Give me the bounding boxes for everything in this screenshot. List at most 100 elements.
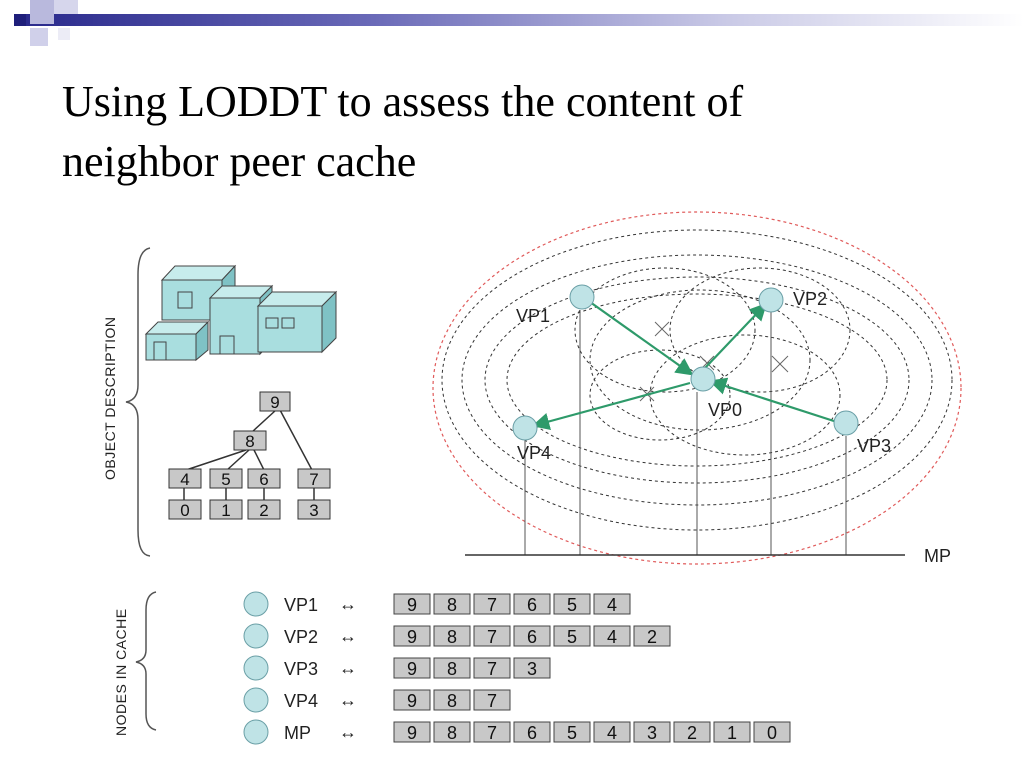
- cache-node-box: 7: [473, 593, 511, 615]
- svg-text:8: 8: [447, 595, 457, 615]
- svg-text:VP2: VP2: [793, 289, 827, 309]
- header-square: [58, 28, 70, 40]
- mp-axis-label: MP: [924, 546, 951, 566]
- double-arrow-icon: ↔: [339, 658, 357, 678]
- object-description-brace: [125, 247, 151, 557]
- nodes-in-cache-label: NODES IN CACHE: [113, 608, 129, 736]
- cache-node-box: 0: [753, 721, 791, 743]
- object-description-label: OBJECT DESCRIPTION: [102, 316, 118, 480]
- svg-text:0: 0: [767, 723, 777, 743]
- svg-text:4: 4: [607, 723, 617, 743]
- svg-text:9: 9: [270, 393, 279, 412]
- slide-title: Using LODDT to assess the content of nei…: [62, 72, 962, 192]
- tree-node-7: 7: [297, 468, 331, 489]
- svg-text:4: 4: [180, 470, 189, 489]
- tree-edges: [183, 409, 315, 500]
- double-arrow-icon: ↔: [339, 626, 357, 646]
- cache-node-box: 4: [593, 721, 631, 743]
- cache-node-box: 9: [393, 689, 431, 711]
- cache-node-box: 7: [473, 657, 511, 679]
- cache-node-box: 8: [433, 721, 471, 743]
- cache-row-node-icon: [243, 719, 269, 745]
- cache-node-box: 6: [513, 593, 551, 615]
- cache-node-box: 9: [393, 657, 431, 679]
- tree-node-0: 0: [168, 499, 202, 520]
- svg-text:9: 9: [407, 691, 417, 711]
- tree-node-3: 3: [297, 499, 331, 520]
- cache-node-box: 8: [433, 593, 471, 615]
- cache-node-box: 5: [553, 593, 591, 615]
- svg-text:7: 7: [487, 659, 497, 679]
- cache-node-box: 8: [433, 657, 471, 679]
- svg-text:8: 8: [447, 691, 457, 711]
- tree-node-4: 4: [168, 468, 202, 489]
- cache-node-box: 3: [513, 657, 551, 679]
- header-square: [54, 0, 78, 14]
- cache-node-box: 9: [393, 721, 431, 743]
- tree-node-8: 8: [233, 430, 267, 451]
- svg-text:3: 3: [309, 501, 318, 520]
- cache-node-box: 7: [473, 721, 511, 743]
- cache-node-box: 6: [513, 625, 551, 647]
- cross-markers: [639, 321, 789, 402]
- cache-node-box: 4: [593, 593, 631, 615]
- svg-text:6: 6: [259, 470, 268, 489]
- svg-text:VP1: VP1: [516, 306, 550, 326]
- cache-node-box: 1: [713, 721, 751, 743]
- cache-node-box: 5: [553, 625, 591, 647]
- svg-text:VP3: VP3: [857, 436, 891, 456]
- svg-text:7: 7: [487, 627, 497, 647]
- svg-text:0: 0: [180, 501, 189, 520]
- cache-node-box: 2: [633, 625, 671, 647]
- cache-row-node-icon: [243, 623, 269, 649]
- viewpoint-vp4: VP4: [512, 415, 551, 463]
- cache-node-box: 8: [433, 625, 471, 647]
- cache-node-box: 7: [473, 689, 511, 711]
- viewpoint-vp3: VP3: [833, 410, 891, 456]
- cache-node-box: 2: [673, 721, 711, 743]
- cache-row-label: VP2: [284, 627, 318, 647]
- svg-text:2: 2: [259, 501, 268, 520]
- cache-row-node-icon: [243, 655, 269, 681]
- svg-text:1: 1: [727, 723, 737, 743]
- svg-text:7: 7: [309, 470, 318, 489]
- svg-text:7: 7: [487, 691, 497, 711]
- double-arrow-icon: ↔: [339, 722, 357, 742]
- svg-text:9: 9: [407, 595, 417, 615]
- viewpoint-vp1: VP1: [516, 284, 595, 326]
- header-square: [30, 28, 48, 46]
- cache-row-label: VP1: [284, 595, 318, 615]
- cache-row-label: MP: [284, 723, 311, 743]
- svg-text:3: 3: [647, 723, 657, 743]
- svg-text:1: 1: [221, 501, 230, 520]
- svg-text:2: 2: [647, 627, 657, 647]
- svg-text:5: 5: [567, 723, 577, 743]
- tree-node-2: 2: [247, 499, 281, 520]
- svg-text:4: 4: [607, 627, 617, 647]
- svg-text:7: 7: [487, 723, 497, 743]
- svg-text:7: 7: [487, 595, 497, 615]
- cache-row-label: VP4: [284, 691, 318, 711]
- cache-node-box: 4: [593, 625, 631, 647]
- slide-title-line2: neighbor peer cache: [62, 137, 417, 186]
- tree-node-6: 6: [247, 468, 281, 489]
- svg-text:VP0: VP0: [708, 400, 742, 420]
- svg-text:5: 5: [567, 627, 577, 647]
- tree-node-5: 5: [209, 468, 243, 489]
- buildings-illustration: [144, 264, 338, 362]
- svg-text:3: 3: [527, 659, 537, 679]
- svg-text:4: 4: [607, 595, 617, 615]
- nodes-in-cache-brace: [135, 591, 157, 731]
- svg-text:5: 5: [567, 595, 577, 615]
- cache-node-box: 6: [513, 721, 551, 743]
- svg-text:8: 8: [447, 659, 457, 679]
- svg-text:5: 5: [221, 470, 230, 489]
- viewpoint-vp0: VP0: [690, 366, 742, 420]
- header-gradient-bar: [24, 14, 1024, 26]
- svg-text:9: 9: [407, 659, 417, 679]
